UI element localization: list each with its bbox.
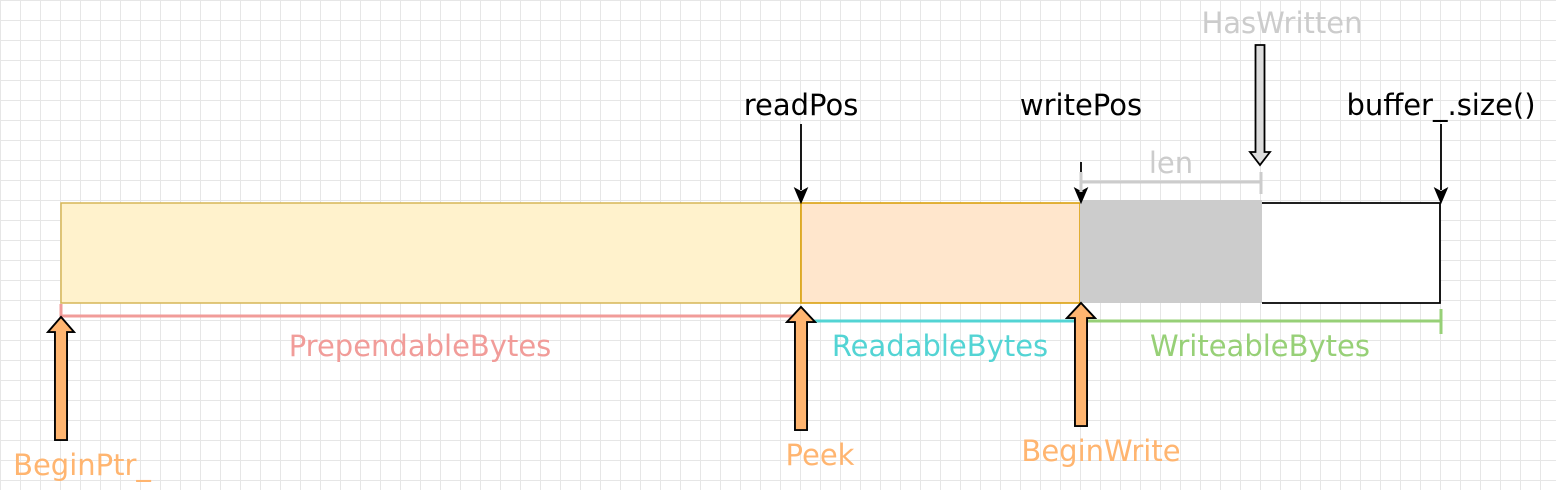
read-pos-label: readPos: [744, 88, 859, 122]
arrow-down-icon: [1433, 124, 1449, 205]
begin-write-arrow: [1064, 301, 1098, 427]
arrow-down-icon: [793, 124, 809, 205]
prependable-range-line: [59, 304, 801, 328]
write-pos-label: writePos: [1020, 88, 1142, 122]
hollow-arrow-icon: [1248, 44, 1272, 167]
begin-ptr-label: BeginPtr_: [13, 448, 151, 482]
buffer-size-label: buffer_.size(): [1346, 88, 1535, 122]
free-segment: [1262, 202, 1441, 304]
prependable-bytes-label: PrependableBytes: [289, 329, 552, 363]
len-label: len: [1149, 146, 1193, 180]
begin-write-label: BeginWrite: [1021, 434, 1180, 468]
has-written-label: HasWritten: [1201, 6, 1362, 40]
len-bracket: [1079, 172, 1263, 194]
written-segment: [1080, 200, 1262, 303]
writeable-bytes-label: WriteableBytes: [1150, 329, 1370, 363]
readable-bytes-label: ReadableBytes: [832, 329, 1048, 363]
readable-segment: [800, 202, 1081, 304]
begin-ptr-arrow: [46, 315, 76, 441]
prependable-segment: [60, 202, 802, 304]
peek-arrow: [784, 305, 818, 431]
peek-label: Peek: [786, 438, 855, 472]
writeable-range-line: [1080, 309, 1443, 334]
